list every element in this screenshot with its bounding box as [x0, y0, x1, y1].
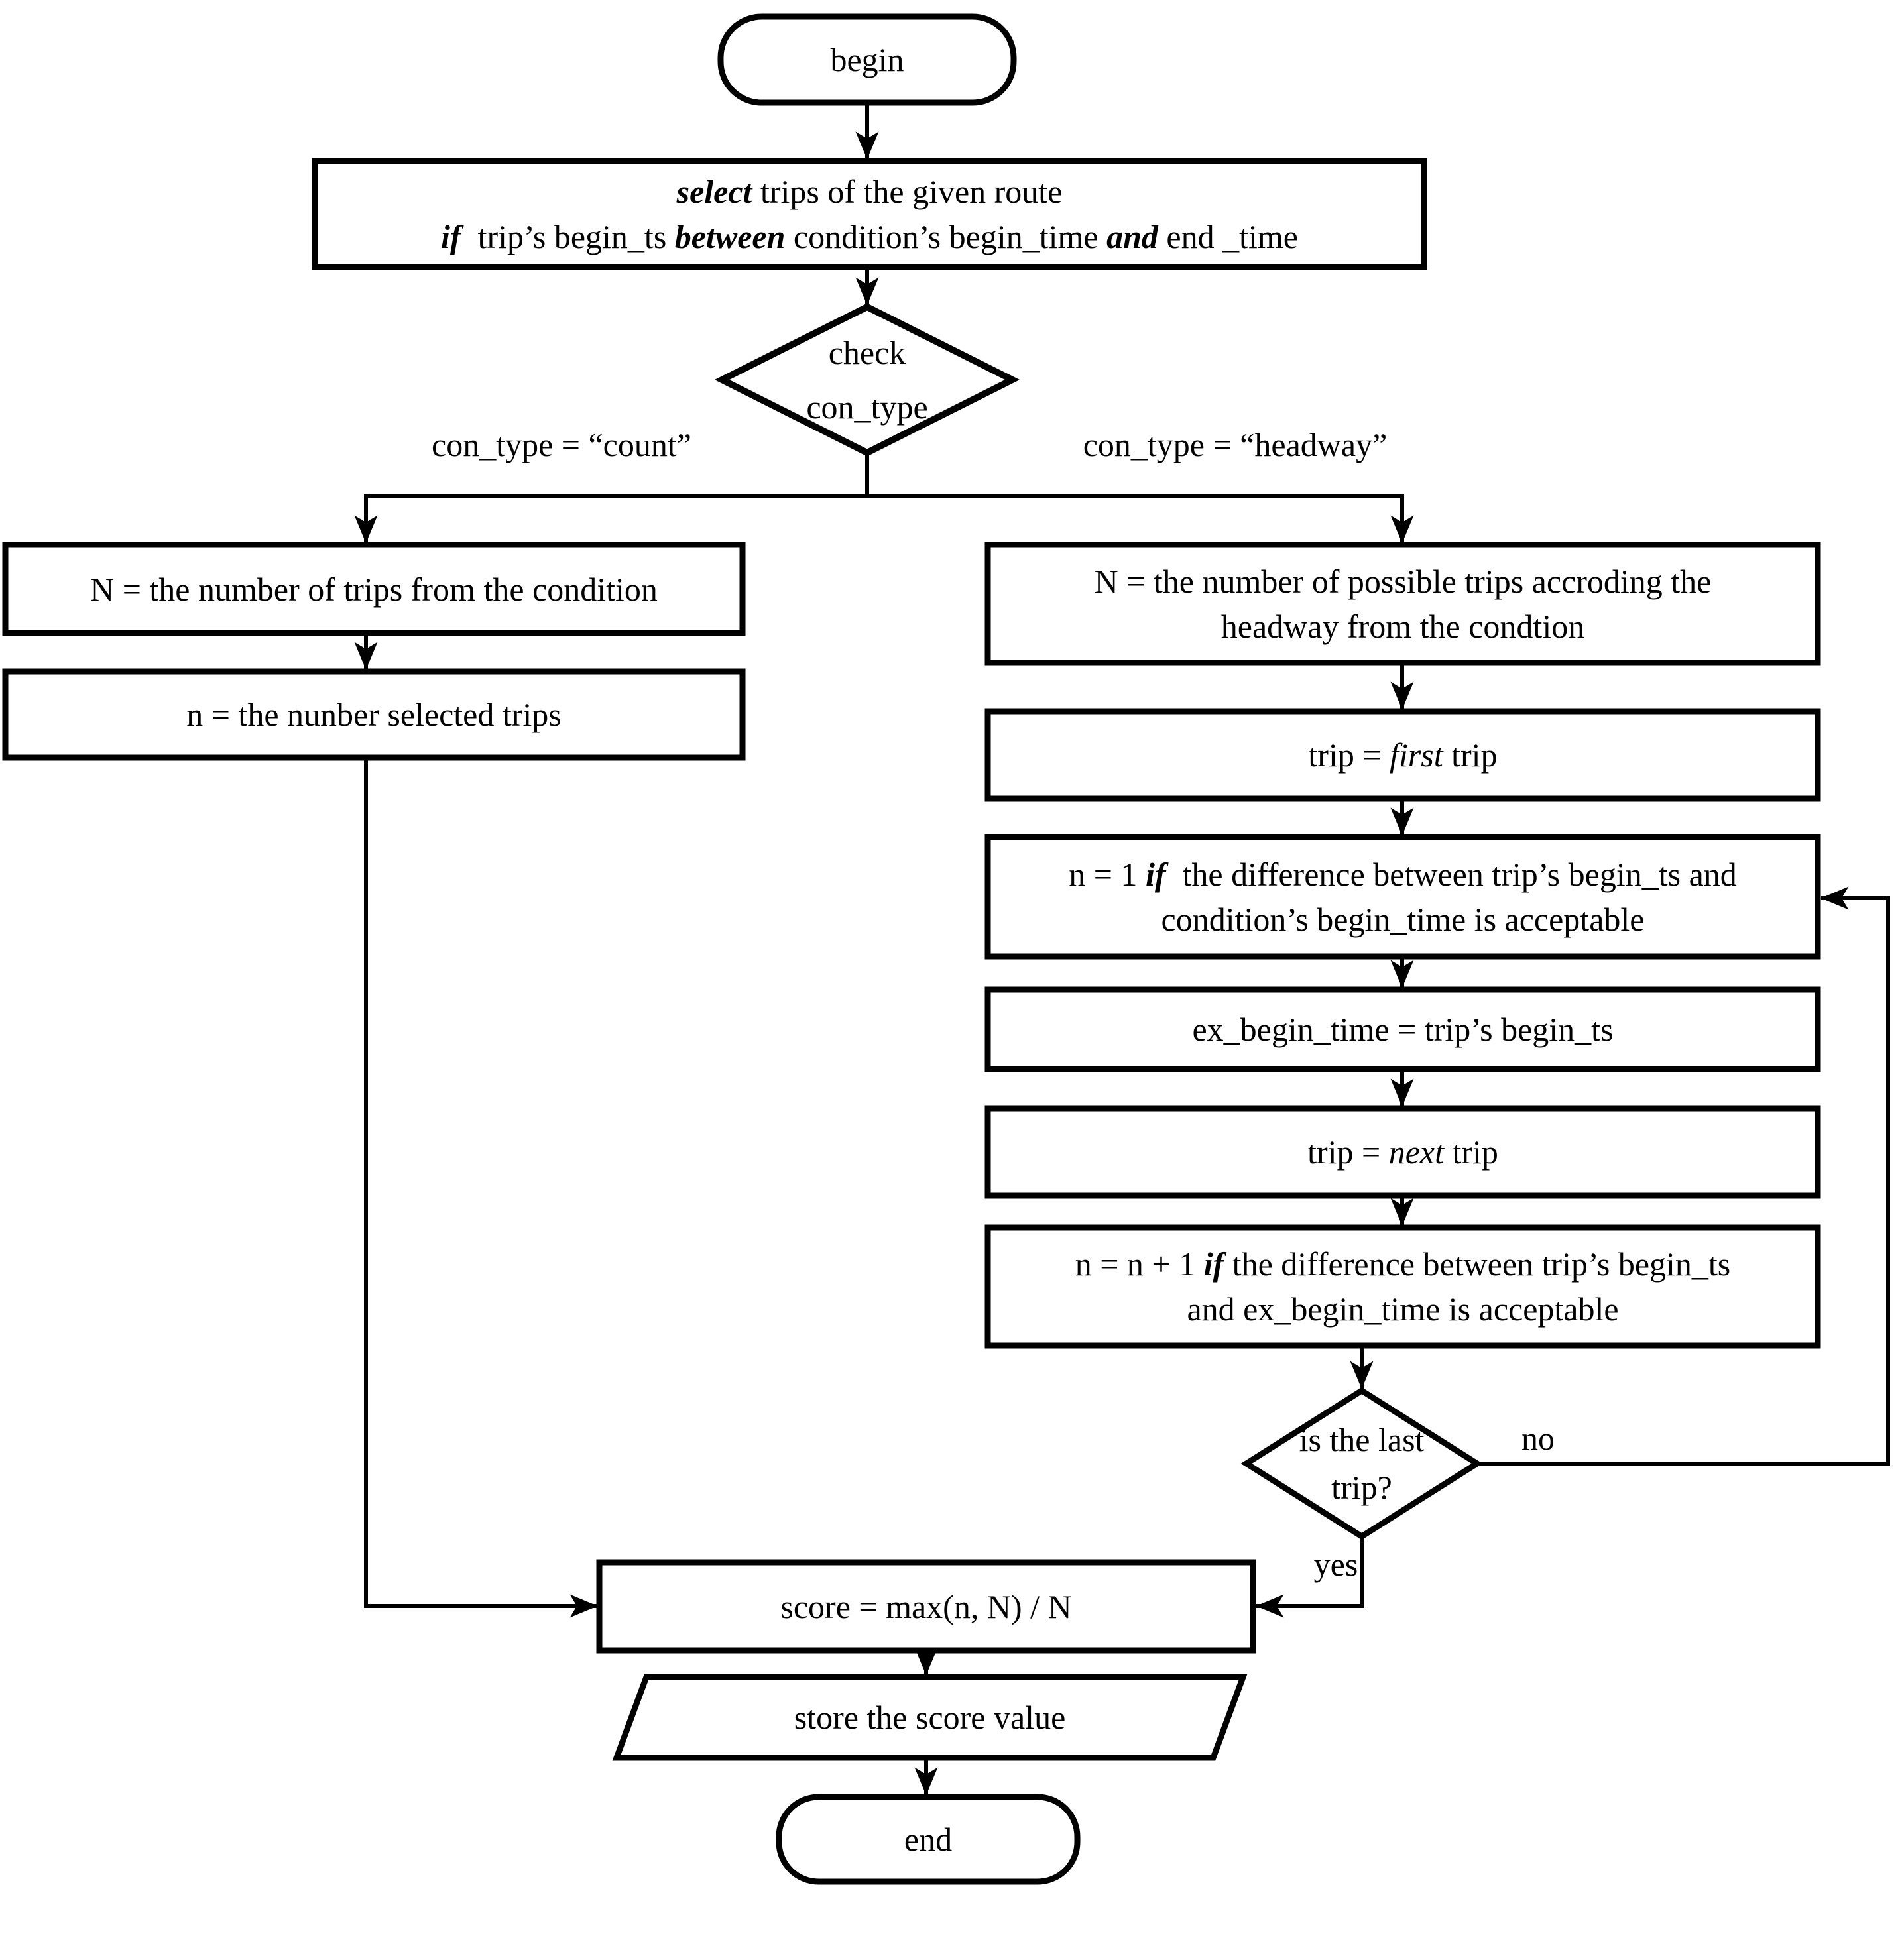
edge-countn-score [364, 756, 598, 1618]
begin-shape [717, 13, 1017, 106]
ex-begin-time-label: ex_begin_time = trip’s begin_ts [1192, 1011, 1614, 1048]
score-shape [596, 1559, 1256, 1654]
count-big-n-label: N = the number of trips from the conditi… [90, 570, 658, 608]
store-label: store the score value [794, 1699, 1066, 1736]
n-plus-1-shape [984, 1224, 1821, 1349]
score-label: score = max(n, N) / N [780, 1587, 1072, 1625]
edge-yes-score [1256, 1534, 1364, 1618]
edge-no-loop [1475, 886, 1890, 1466]
count-small-n-shape [2, 668, 746, 761]
n-equals-1-label: n = 1 if the difference between trip’s b… [1069, 856, 1737, 938]
edge-label-no: no [1521, 1420, 1555, 1457]
headway-big-n-shape [984, 542, 1821, 666]
edge-label-headway: con_type = “headway” [1083, 426, 1388, 463]
trip-next-shape [984, 1105, 1821, 1199]
ex-begin-time-shape [984, 986, 1821, 1072]
trip-next-label: trip = next trip [1307, 1133, 1498, 1171]
begin-label: begin [830, 41, 904, 78]
edge-label-yes: yes [1313, 1546, 1358, 1583]
trip-first-shape [984, 708, 1821, 802]
end-label: end [904, 1821, 953, 1858]
store-shape [612, 1674, 1248, 1761]
edge-label-count: con_type = “count” [432, 426, 691, 463]
trip-first-label: trip = first trip [1308, 736, 1498, 774]
n-equals-1-shape [984, 834, 1821, 960]
select-shape [312, 158, 1427, 270]
check-con-type-shape [714, 303, 1020, 457]
count-small-n-label: n = the nunber selected trips [186, 696, 562, 733]
end-shape [776, 1794, 1081, 1885]
headway-big-n-label: N = the number of possible trips accrodi… [1094, 563, 1712, 645]
n-plus-1-label: n = n + 1 if the difference between trip… [1075, 1245, 1731, 1328]
count-big-n-shape [2, 542, 746, 636]
is-last-trip-shape [1240, 1387, 1483, 1540]
